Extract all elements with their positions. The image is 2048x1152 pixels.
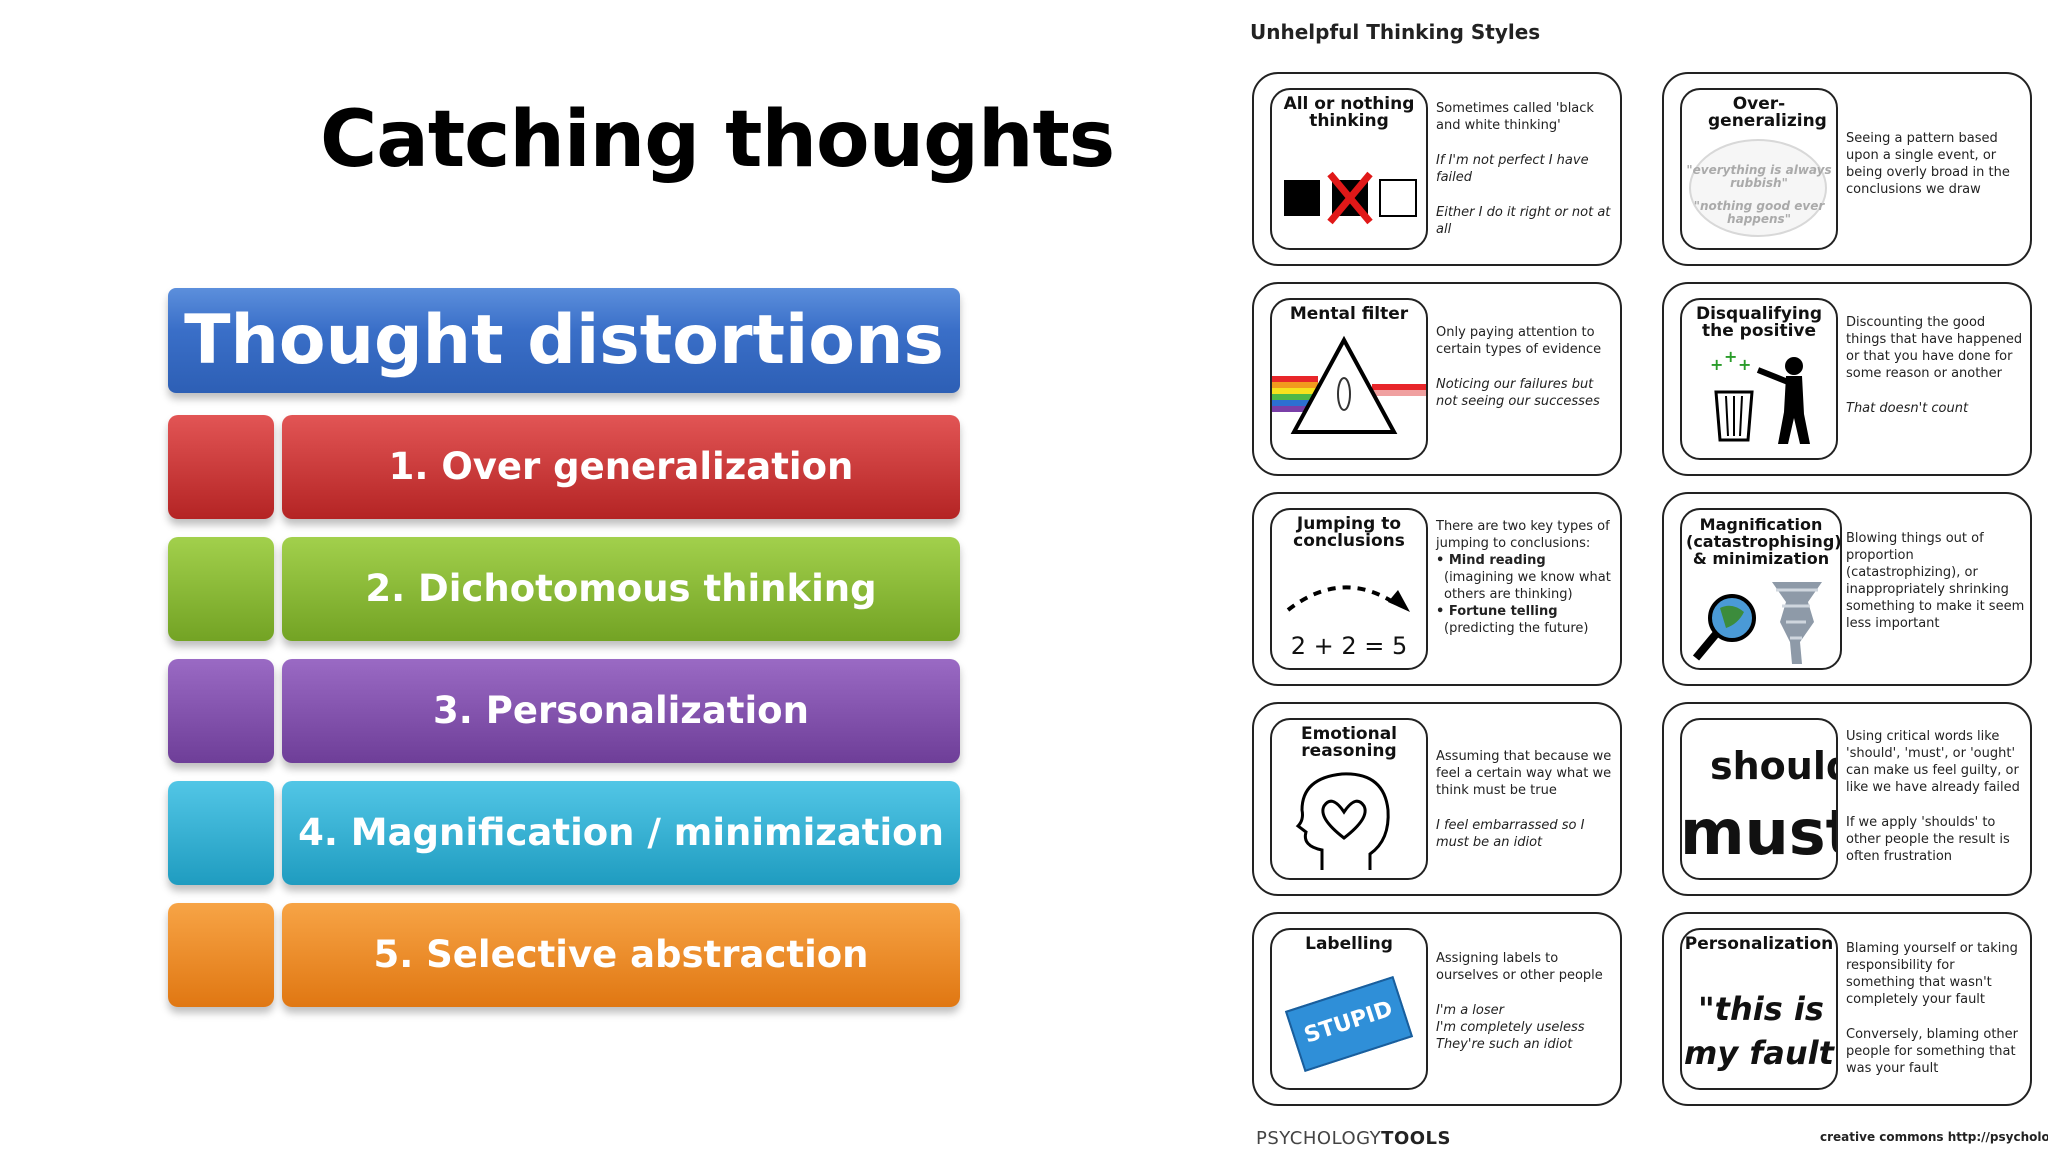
card-image: should must — [1680, 718, 1838, 880]
card-all-or-nothing: All or nothing thinking Sometimes called… — [1252, 72, 1622, 266]
card-title: Magnification (catastrophising) & minimi… — [1686, 515, 1842, 568]
card-should-must: should must Using critical words like 's… — [1662, 702, 2032, 896]
card-image: Magnification (catastrophising) & minimi… — [1680, 508, 1842, 670]
row-label: 3. Personalization — [282, 659, 960, 763]
card-title: Over-generalizing — [1708, 94, 1827, 131]
svg-text:+: + — [1724, 347, 1737, 366]
head-heart-icon — [1295, 772, 1390, 870]
card-description: There are two key types of jumping to co… — [1436, 519, 1611, 636]
quote-line-1: "this is — [1698, 990, 1824, 1028]
card-jumping-to-conclusions: Jumping to conclusions 2 + 2 = 5 There a… — [1252, 492, 1622, 686]
card-title: Mental filter — [1289, 304, 1409, 324]
row-label: 1. Over generalization — [282, 415, 960, 519]
equation-text: 2 + 2 = 5 — [1290, 632, 1408, 660]
card-emotional-reasoning: Emotional reasoning Assuming that becaus… — [1252, 702, 1622, 896]
card-image: Jumping to conclusions 2 + 2 = 5 — [1270, 508, 1428, 670]
card-title: Labelling — [1305, 934, 1393, 954]
card-image: Over-generalizing "everything is always … — [1680, 88, 1838, 250]
row-label: 4. Magnification / minimization — [282, 781, 960, 885]
row-marker — [168, 903, 274, 1007]
must-word: must — [1680, 796, 1838, 869]
cloud-text-1: "everything is always rubbish" — [1686, 163, 1832, 190]
black-white-squares-icon — [1284, 171, 1417, 225]
diagram-row-2: 2. Dichotomous thinking — [168, 537, 960, 641]
row-marker — [168, 415, 274, 519]
card-over-generalizing: Over-generalizing "everything is always … — [1662, 72, 2032, 266]
row-marker — [168, 659, 274, 763]
svg-text:+: + — [1738, 355, 1751, 374]
sheet-title: Unhelpful Thinking Styles — [1250, 20, 1541, 44]
row-label: 2. Dichotomous thinking — [282, 537, 960, 641]
card-mental-filter: Mental filter Only paying attention to c… — [1252, 282, 1622, 476]
slide-title: Catching thoughts — [320, 95, 1115, 185]
row-marker — [168, 537, 274, 641]
card-title: Jumping to conclusions — [1293, 514, 1405, 551]
svg-text:+: + — [1710, 355, 1723, 374]
person-bin-icon: + + + — [1710, 347, 1810, 444]
card-description: Assigning labels to ourselves or other p… — [1436, 951, 1603, 1052]
prism-icon — [1272, 335, 1426, 434]
diagram-row-4: 4. Magnification / minimization — [168, 781, 960, 885]
card-description: Discounting the good things that have ha… — [1846, 315, 2023, 416]
thought-cloud-icon — [1689, 139, 1827, 237]
card-description: Blowing things out of proportion (catast… — [1846, 531, 2025, 631]
magnifier-tornado-icon — [1692, 582, 1822, 664]
dashed-arrow-icon — [1286, 585, 1410, 612]
card-title: Emotional reasoning — [1300, 724, 1398, 761]
card-image: Labelling STUPID — [1270, 928, 1428, 1090]
row-label: 5. Selective abstraction — [282, 903, 960, 1007]
cloud-text-2: "nothing good ever happens" — [1693, 199, 1825, 226]
card-title: Disqualifying the positive — [1695, 304, 1823, 341]
card-image: Disqualifying the positive + + + — [1680, 298, 1838, 460]
row-marker — [168, 781, 274, 885]
card-labelling: Labelling STUPID Assigning labels to our… — [1252, 912, 1622, 1106]
card-title: Personalization — [1684, 934, 1834, 954]
diagram-row-1: 1. Over generalization — [168, 415, 960, 519]
card-description: Sometimes called 'black and white thinki… — [1436, 101, 1611, 237]
diagram-row-3: 3. Personalization — [168, 659, 960, 763]
card-image: Mental filter — [1270, 298, 1428, 460]
card-image: Personalization "this is my fault" — [1680, 928, 1838, 1090]
card-description: Seeing a pattern based upon a single eve… — [1846, 131, 2010, 197]
card-personalization: Personalization "this is my fault" Blami… — [1662, 912, 2032, 1106]
card-description: Blaming yourself or taking responsibilit… — [1846, 941, 2019, 1076]
stupid-label-icon: STUPID — [1284, 975, 1414, 1073]
card-magnification: Magnification (catastrophising) & minimi… — [1662, 492, 2032, 686]
card-image: Emotional reasoning — [1270, 718, 1428, 880]
diagram-row-5: 5. Selective abstraction — [168, 903, 960, 1007]
psychology-tools-logo: PSYCHOLOGYTOOLS — [1256, 1128, 1451, 1149]
should-word: should — [1710, 744, 1836, 788]
license-url: creative commons http://psychology.tools — [1820, 1130, 2048, 1144]
card-title: All or nothing thinking — [1283, 94, 1415, 131]
card-disqualifying-positive: Disqualifying the positive + + + Discoun… — [1662, 282, 2032, 476]
card-description: Assuming that because we feel a certain … — [1436, 749, 1612, 850]
card-image: All or nothing thinking — [1270, 88, 1428, 250]
card-description: Using critical words like 'should', 'mus… — [1846, 729, 2020, 864]
quote-line-2: my fault" — [1684, 1034, 1838, 1072]
card-description: Only paying attention to certain types o… — [1436, 325, 1602, 409]
diagram-header: Thought distortions — [168, 288, 960, 393]
